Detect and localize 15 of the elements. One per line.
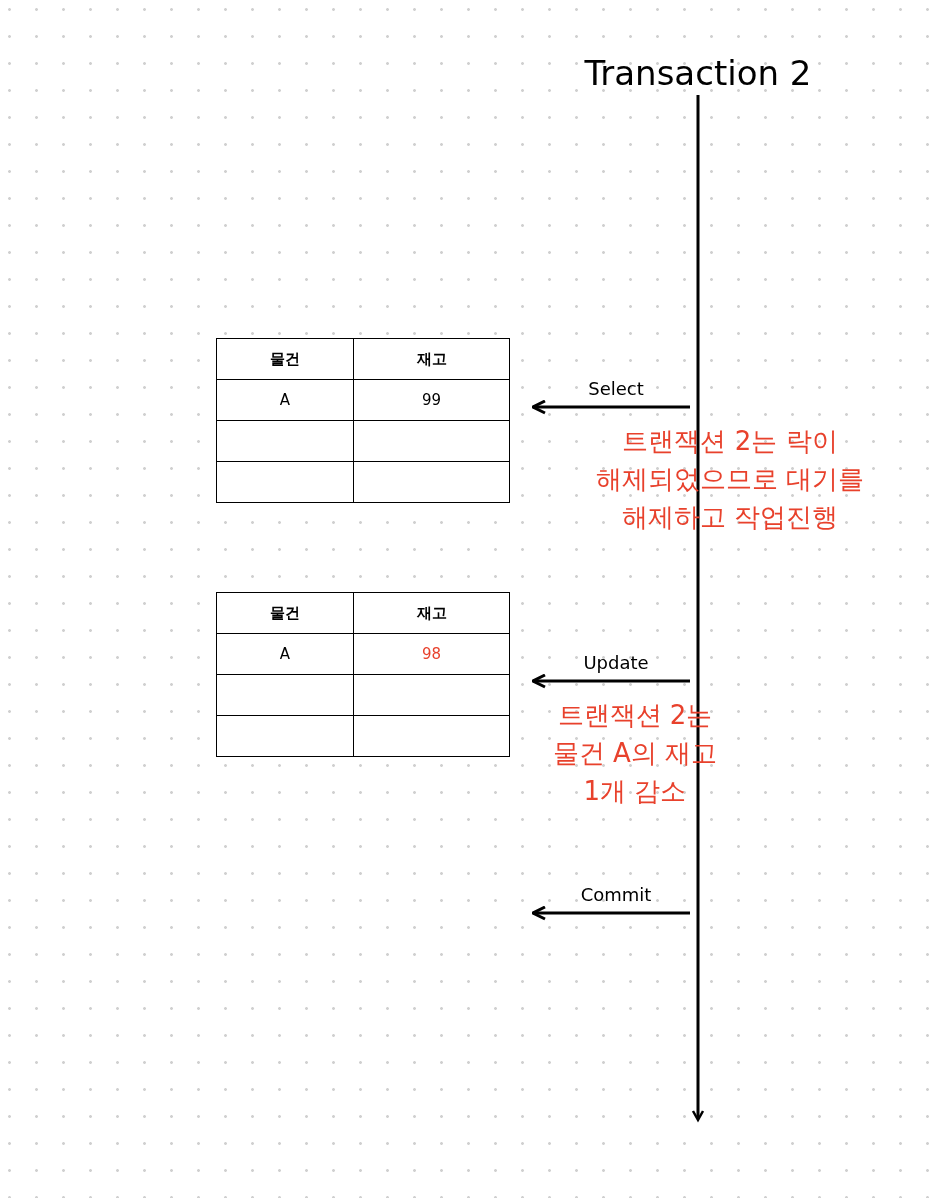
message-arrow xyxy=(531,905,690,921)
table-cell: 물건 xyxy=(216,592,354,634)
message-arrow xyxy=(531,399,690,415)
edge-label: Select xyxy=(587,378,645,399)
table-cell: A xyxy=(216,379,354,421)
table-cell: 재고 xyxy=(353,592,510,634)
table-cell: 99 xyxy=(353,379,510,421)
edge-label: Update xyxy=(582,652,650,673)
table-cell: 재고 xyxy=(353,338,510,380)
edge-label: Commit xyxy=(579,884,653,905)
participant-title: Transaction 2 xyxy=(570,50,826,96)
message-arrow xyxy=(531,673,690,689)
table-cell: 98 xyxy=(353,633,510,675)
table-cell: 물건 xyxy=(216,338,354,380)
table-cell: A xyxy=(216,633,354,675)
